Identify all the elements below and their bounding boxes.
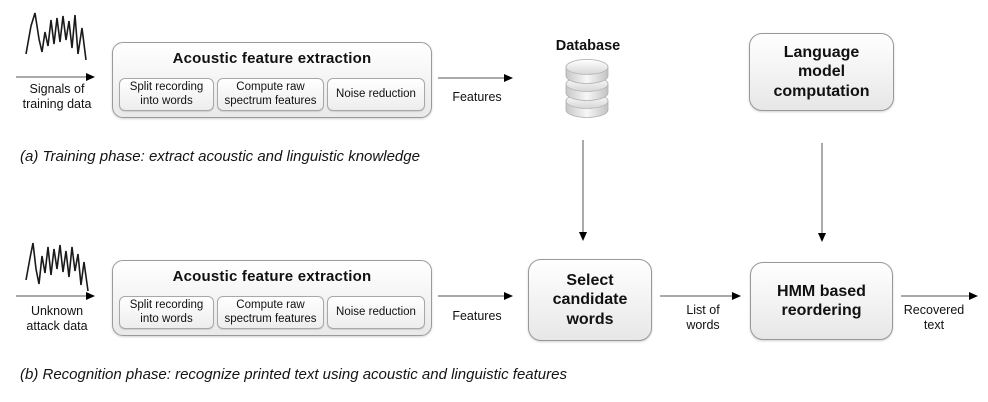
step-noise-reduction-a: Noise reduction <box>327 78 425 111</box>
extraction-title-a: Acoustic feature extraction <box>172 50 372 67</box>
extraction-steps-b: Split recording into words Compute raw s… <box>119 296 425 329</box>
database-label: Database <box>555 38 621 54</box>
language-model-computation-box: Language model computation <box>749 33 894 111</box>
step-split-recording-a: Split recording into words <box>119 78 214 111</box>
input-signal-label-b-line1: Unknown <box>30 304 84 318</box>
recovered-text-line2: text <box>923 318 945 332</box>
input-signal-label-a: Signals of training data <box>23 82 92 112</box>
recovered-text-label: Recovered text <box>904 303 964 333</box>
language-model-label: Language model computation <box>773 44 870 100</box>
input-signal-label-a-line1: Signals of <box>29 82 85 96</box>
input-signal-label-b-line2: attack data <box>26 319 88 333</box>
features-label-a: Features <box>452 90 502 104</box>
signal-waveform-icon <box>25 242 89 292</box>
signal-waveform-icon <box>25 12 87 61</box>
select-candidate-words-box: Select candidate words <box>528 259 652 341</box>
database-icon <box>565 59 609 118</box>
list-of-words-line2: words <box>686 318 720 332</box>
hmm-based-reordering-label: HMM based reordering <box>777 282 866 319</box>
features-label-b: Features <box>452 309 502 323</box>
select-candidate-words-label: Select candidate words <box>552 272 628 328</box>
step-noise-reduction-b: Noise reduction <box>327 296 425 329</box>
input-signal-label-a-line2: training data <box>22 97 92 111</box>
step-compute-spectrum-a: Compute raw spectrum features <box>217 78 324 111</box>
list-of-words-line1: List of <box>686 303 720 317</box>
step-compute-spectrum-b: Compute raw spectrum features <box>217 296 324 329</box>
acoustic-feature-extraction-box-a: Acoustic feature extraction Split record… <box>112 42 432 118</box>
extraction-title-b: Acoustic feature extraction <box>172 268 372 285</box>
caption-phase-b: (b) Recognition phase: recognize printed… <box>20 366 567 383</box>
input-signal-label-b: Unknown attack data <box>26 304 87 334</box>
recovered-text-line1: Recovered <box>903 303 965 317</box>
list-of-words-label: List of words <box>686 303 719 333</box>
extraction-steps-a: Split recording into words Compute raw s… <box>119 78 425 111</box>
acoustic-feature-extraction-box-b: Acoustic feature extraction Split record… <box>112 260 432 336</box>
caption-phase-a: (a) Training phase: extract acoustic and… <box>20 148 420 165</box>
hmm-based-reordering-box: HMM based reordering <box>750 262 893 340</box>
step-split-recording-b: Split recording into words <box>119 296 214 329</box>
